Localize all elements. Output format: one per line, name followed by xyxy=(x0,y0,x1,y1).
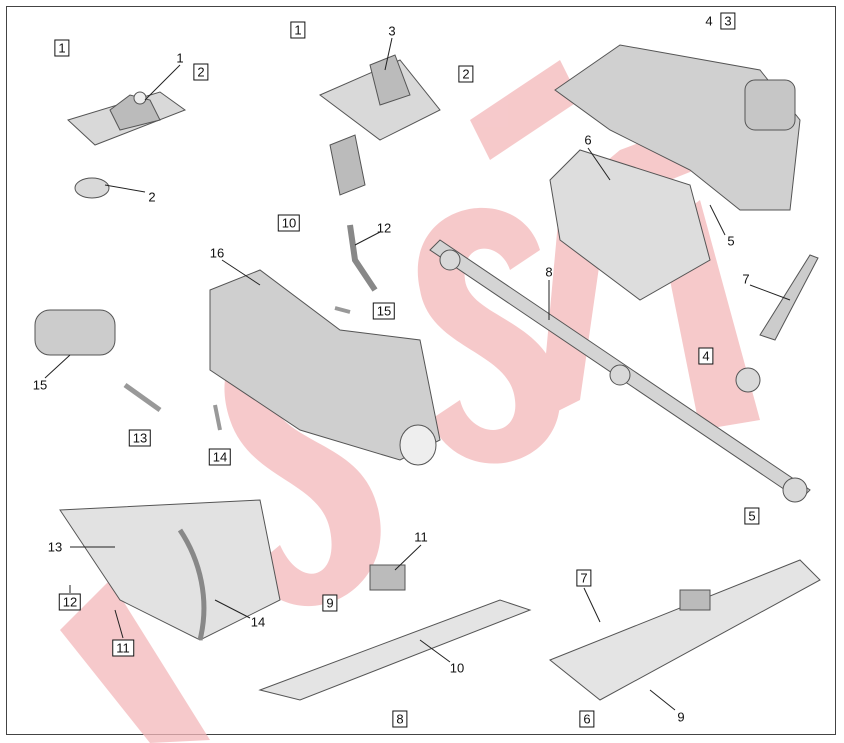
rubber-grommet xyxy=(74,177,110,199)
callout-box-label: 15 xyxy=(372,302,396,320)
callout-box-label: 4 xyxy=(698,347,714,365)
callout-box-label: 10 xyxy=(277,214,301,232)
callout-label: 16 xyxy=(209,245,225,261)
console-tray xyxy=(549,149,711,301)
leader-lines xyxy=(44,37,791,711)
callout-label: 2 xyxy=(148,189,156,205)
mount-insulator-2 xyxy=(679,589,711,611)
console-armrest xyxy=(744,79,796,131)
callout-box-label: 3 xyxy=(720,12,736,30)
callout-label: 8 xyxy=(545,264,553,280)
callout-box-label: 8 xyxy=(392,710,408,728)
callout-box-label: 13 xyxy=(128,429,152,447)
bolt-15 xyxy=(334,306,351,314)
callout-box-label: 2 xyxy=(458,65,474,83)
shift-boot-center xyxy=(369,54,411,106)
crossmember xyxy=(258,599,532,701)
callout-label: 12 xyxy=(376,220,392,236)
universal-joint-rear xyxy=(782,477,808,503)
universal-joint-front xyxy=(439,249,461,271)
callout-box-label: 1 xyxy=(54,39,70,57)
callout-label: 7 xyxy=(742,271,750,287)
callout-label: 13 xyxy=(47,539,63,555)
transmission xyxy=(209,269,441,461)
callout-box-label: 5 xyxy=(744,507,760,525)
catalytic-converter xyxy=(329,134,366,196)
center-console xyxy=(554,44,801,211)
crossmember-assembly xyxy=(549,559,821,701)
callout-label: 14 xyxy=(250,614,266,630)
callout-box-label: 9 xyxy=(322,594,338,612)
callout-box-label: 11 xyxy=(112,639,134,657)
starter-bolt xyxy=(123,382,162,413)
callout-box-label: 12 xyxy=(58,593,82,611)
callout-box-label: 14 xyxy=(208,448,232,466)
callout-label: 11 xyxy=(414,529,428,545)
callout-label: 10 xyxy=(449,660,465,676)
universal-joint-center xyxy=(609,364,631,386)
exhaust-pipe xyxy=(347,224,378,292)
diagram-frame xyxy=(6,6,836,735)
shift-boot xyxy=(109,94,161,131)
callout-label: 15 xyxy=(32,377,48,393)
shift-lever-base xyxy=(735,367,761,393)
mount-pipe xyxy=(177,528,207,641)
mount-insulator xyxy=(369,564,406,591)
callout-label: 3 xyxy=(388,23,396,39)
shift-knob-base xyxy=(133,91,147,105)
callout-label: 5 xyxy=(727,233,735,249)
callout-box-label: 6 xyxy=(579,710,595,728)
callout-label: 1 xyxy=(176,50,184,66)
starter-motor xyxy=(34,309,116,356)
callout-box-label: 2 xyxy=(193,63,209,81)
transmission-output xyxy=(399,424,437,466)
callout-box-label: 7 xyxy=(576,569,592,587)
shift-lever xyxy=(759,254,819,341)
bolt-14 xyxy=(213,404,222,431)
callout-label: 6 xyxy=(584,132,592,148)
callout-box-label: 1 xyxy=(290,21,306,39)
callout-label: 4 xyxy=(705,13,713,29)
callout-label: 9 xyxy=(677,709,685,725)
